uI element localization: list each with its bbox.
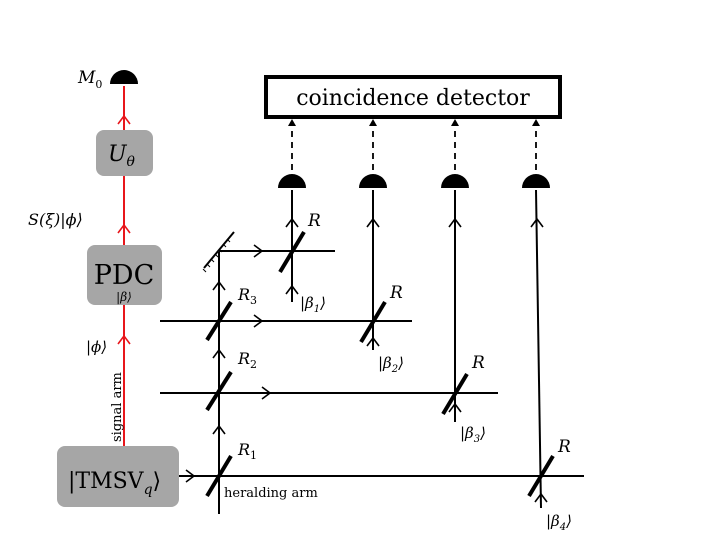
arm-2-arrow <box>366 217 380 228</box>
mirror-hatch-3 <box>210 258 215 263</box>
detector-2-arrowhead <box>369 119 377 126</box>
vertical-arrow-3 <box>212 280 226 291</box>
r-a-label: R <box>307 211 321 231</box>
heralding-arrow-1 <box>185 469 196 483</box>
arm-1-arrow-low <box>285 284 299 295</box>
tmsv-label: |TMSVq⟩ <box>68 469 161 498</box>
arrow-to-r-a <box>253 244 264 258</box>
mirror-hatch-6 <box>222 243 227 248</box>
pdc-sub-label: |β⟩ <box>116 290 132 304</box>
mirror-hatch-7 <box>226 238 231 243</box>
beta-2-label: |β2⟩ <box>378 354 404 375</box>
signal-arrow-low <box>117 334 131 345</box>
beam-splitter-r3 <box>205 300 233 342</box>
arm-4-vertical <box>535 189 542 509</box>
signal-arrow-top <box>117 114 131 125</box>
arrow-r2 <box>261 386 272 400</box>
beta-3-label: |β3⟩ <box>460 424 486 445</box>
r1-label: R1 <box>237 440 257 462</box>
phi-state-label: |ϕ⟩ <box>86 338 107 356</box>
arm-2-arrow-low <box>366 336 380 347</box>
squeezed-state-label: S(ξ)|ϕ⟩ <box>28 210 83 229</box>
beam-splitter-r-b <box>359 300 387 344</box>
unitary-box <box>96 130 153 176</box>
vertical-arrow-1 <box>212 424 226 435</box>
coincidence-detector-label: coincidence detector <box>296 86 530 111</box>
m0-detector-icon <box>110 70 138 84</box>
beta-4-label: |β4⟩ <box>546 512 572 533</box>
signal-arm-label: signal arm <box>110 372 125 442</box>
detector-3-arrowhead <box>451 119 459 126</box>
beam-splitter-r-c <box>441 372 469 416</box>
arrow-r3 <box>253 314 264 328</box>
unitary-label: Uθ <box>108 142 136 170</box>
r-b-label: R <box>389 283 403 303</box>
beam-splitter-r-d <box>527 454 555 498</box>
m0-label: M0 <box>77 68 102 91</box>
r-c-label: R <box>471 353 485 373</box>
tmsv-box <box>57 446 179 507</box>
arm-3-arrow-low <box>448 402 462 413</box>
detector-1-arrowhead <box>288 119 296 126</box>
beta-1-label: |β1⟩ <box>300 294 326 315</box>
mirror-hatch-2 <box>206 263 211 268</box>
r-d-label: R <box>557 437 571 457</box>
pdc-box <box>87 245 162 305</box>
detector-3-icon <box>441 174 469 188</box>
signal-arrow-mid <box>117 223 131 234</box>
beam-splitter-r-a <box>278 230 306 274</box>
detector-4-arrowhead <box>532 119 540 126</box>
coincidence-detector-box <box>264 75 562 119</box>
pdc-label: PDC <box>94 260 154 291</box>
beam-splitter-r1 <box>205 454 233 498</box>
mirror-hatch-4 <box>214 253 219 258</box>
r2-label: R2 <box>237 349 257 371</box>
arm-1-arrow <box>285 217 299 228</box>
arm-4-arrow <box>530 217 544 228</box>
beam-splitter-r2 <box>205 370 233 412</box>
arm-4-arrow-low <box>534 492 548 503</box>
vertical-arrow-2 <box>212 348 226 359</box>
arm-3-arrow <box>448 217 462 228</box>
mirror-hatch-1 <box>202 268 207 273</box>
r3-label: R3 <box>237 285 257 307</box>
heralding-arm-label: heralding arm <box>224 486 318 501</box>
